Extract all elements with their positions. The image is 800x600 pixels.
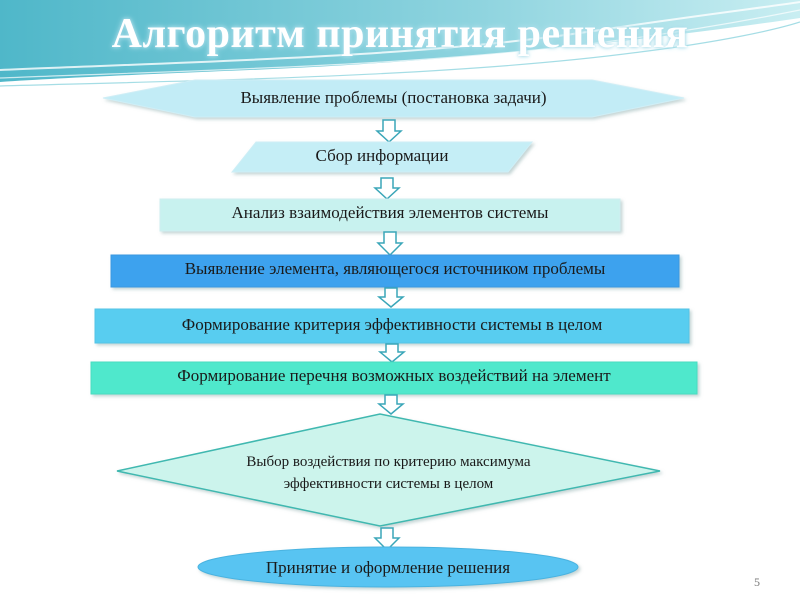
step-7-diamond [116, 413, 661, 527]
step-5-box [94, 308, 690, 344]
arrow-down-icon [373, 527, 401, 552]
step-6-label: Формирование перечня возможных воздейств… [177, 366, 611, 385]
step-6-box [90, 361, 698, 395]
step-1-hexagon [102, 79, 685, 118]
slide-title: Алгоритм принятия решения [111, 11, 689, 57]
arrow-down-icon [376, 231, 404, 257]
step-3-box [159, 198, 621, 232]
step-3-label: Анализ взаимодействия элементов системы [231, 203, 549, 222]
step-8-ellipse [197, 546, 579, 588]
arrow-down-icon [376, 287, 406, 308]
arrow-down-icon [376, 394, 406, 415]
step-7-label-line2: эффективности системы в целом [283, 476, 494, 492]
arrow-down-icon [375, 119, 403, 144]
page-number: 5 [754, 575, 760, 589]
step-7-label-line1: Выбор воздействия по критерию максимума [246, 454, 531, 470]
step-5-label: Формирование критерия эффективности сист… [181, 315, 603, 334]
step-2-parallelogram [230, 141, 534, 173]
arrow-down-icon [373, 177, 401, 201]
arrow-down-icon [377, 343, 407, 363]
step-4-label: Выявление элемента, являющегося источник… [184, 259, 606, 278]
step-2-label: Сбор информации [315, 146, 449, 165]
step-1-label: Выявление проблемы (постановка задачи) [240, 88, 547, 107]
header-decoration [0, 0, 800, 87]
step-8-label: Принятие и оформление решения [265, 558, 511, 577]
step-4-box [110, 254, 680, 288]
